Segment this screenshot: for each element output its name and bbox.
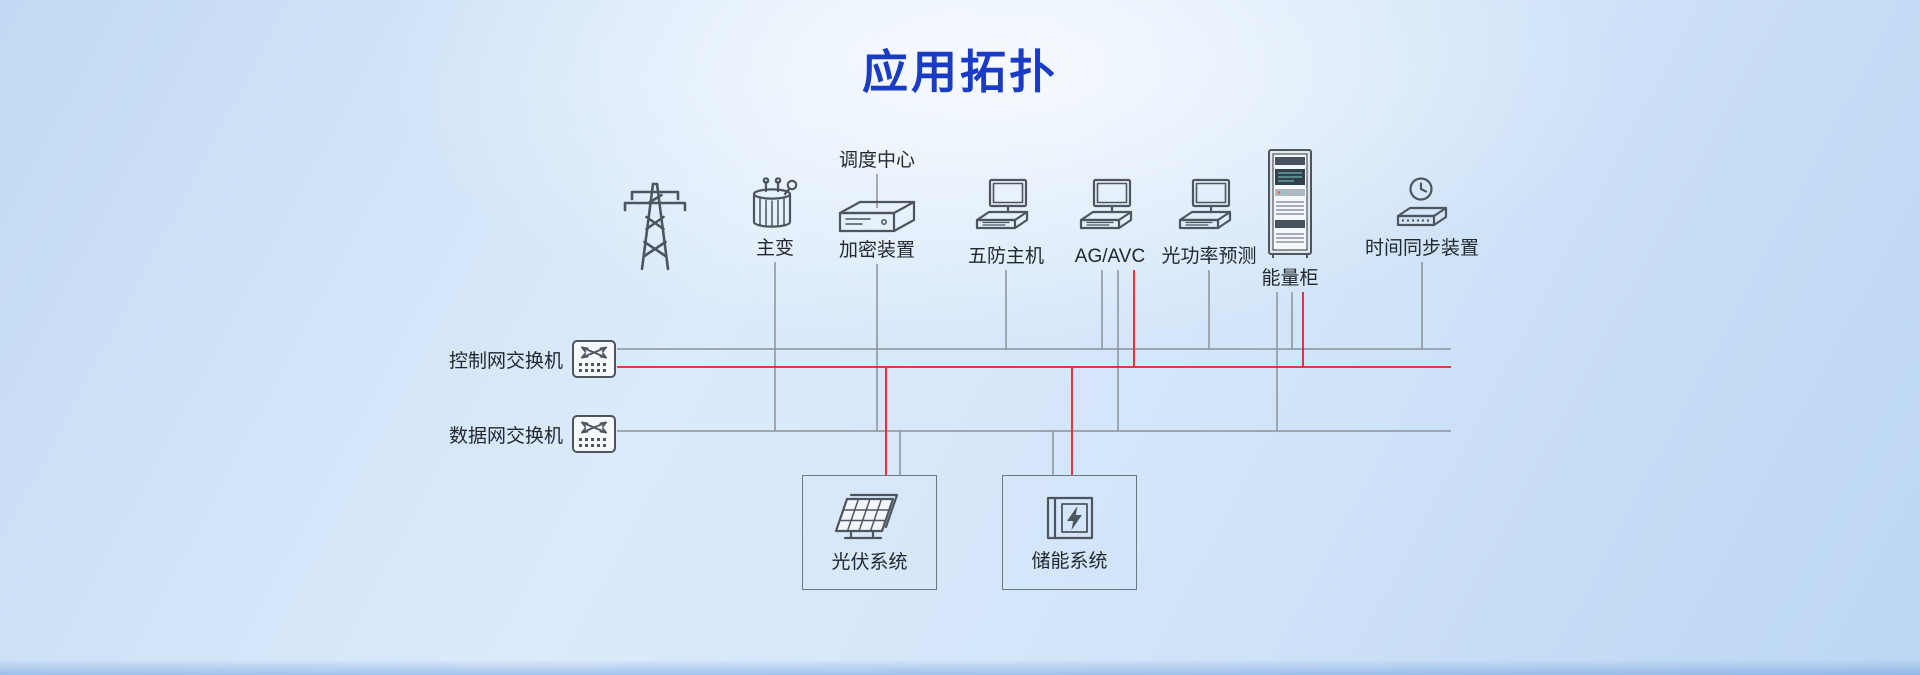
agavc-label: AG/AVC	[1074, 246, 1146, 267]
five-prevention-host-icon	[975, 178, 1037, 232]
red-wires	[617, 270, 1451, 475]
power-forecast-label: 光功率预测	[1161, 246, 1257, 267]
bottom-edge-band	[0, 659, 1920, 675]
encryption-device-icon	[838, 200, 916, 233]
encryption-label: 加密装置	[838, 240, 916, 261]
storage-system-label: 储能系统	[1031, 551, 1108, 572]
control-switch-label: 控制网交换机	[448, 351, 563, 372]
agavc-host-icon	[1079, 178, 1141, 232]
energy-cabinet-label: 能量柜	[1261, 268, 1319, 289]
transformer-label: 主变	[755, 238, 795, 259]
time-sync-label: 时间同步装置	[1364, 238, 1480, 259]
time-sync-device-icon	[1396, 177, 1448, 227]
transmission-tower-icon	[623, 182, 687, 271]
transformer-icon	[752, 177, 798, 228]
five-prevention-label: 五防主机	[967, 246, 1045, 267]
data-switch-icon	[571, 413, 617, 455]
energy-cabinet-icon	[1268, 149, 1312, 258]
storage-battery-icon	[1046, 496, 1093, 540]
pv-system-label: 光伏系统	[831, 552, 908, 573]
power-forecast-host-icon	[1178, 178, 1240, 232]
data-switch-label: 数据网交换机	[448, 426, 563, 447]
dispatch-center-label: 调度中心	[838, 150, 916, 171]
storage-system-box: 储能系统	[1002, 475, 1137, 590]
gray-wires	[617, 174, 1451, 475]
pv-system-box: 光伏系统	[802, 475, 937, 590]
page-title: 应用拓扑	[862, 46, 1058, 98]
solar-panel-icon	[834, 493, 898, 540]
control-switch-icon	[571, 338, 617, 380]
